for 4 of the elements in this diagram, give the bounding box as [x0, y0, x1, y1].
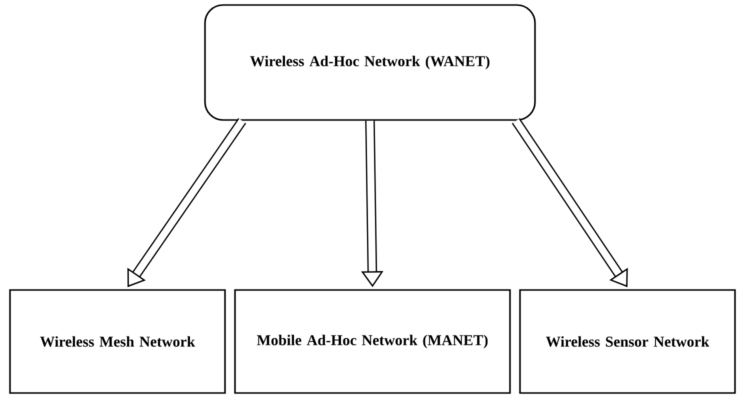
network-box: Wireless Sensor Network [519, 289, 736, 394]
category-box: Wireless Ad-Hoc Network (WANET) [204, 4, 536, 121]
network-box: Mobile Ad-Hoc Network (MANET) [234, 289, 511, 394]
network-box: Wireless Mesh Network [9, 289, 226, 394]
